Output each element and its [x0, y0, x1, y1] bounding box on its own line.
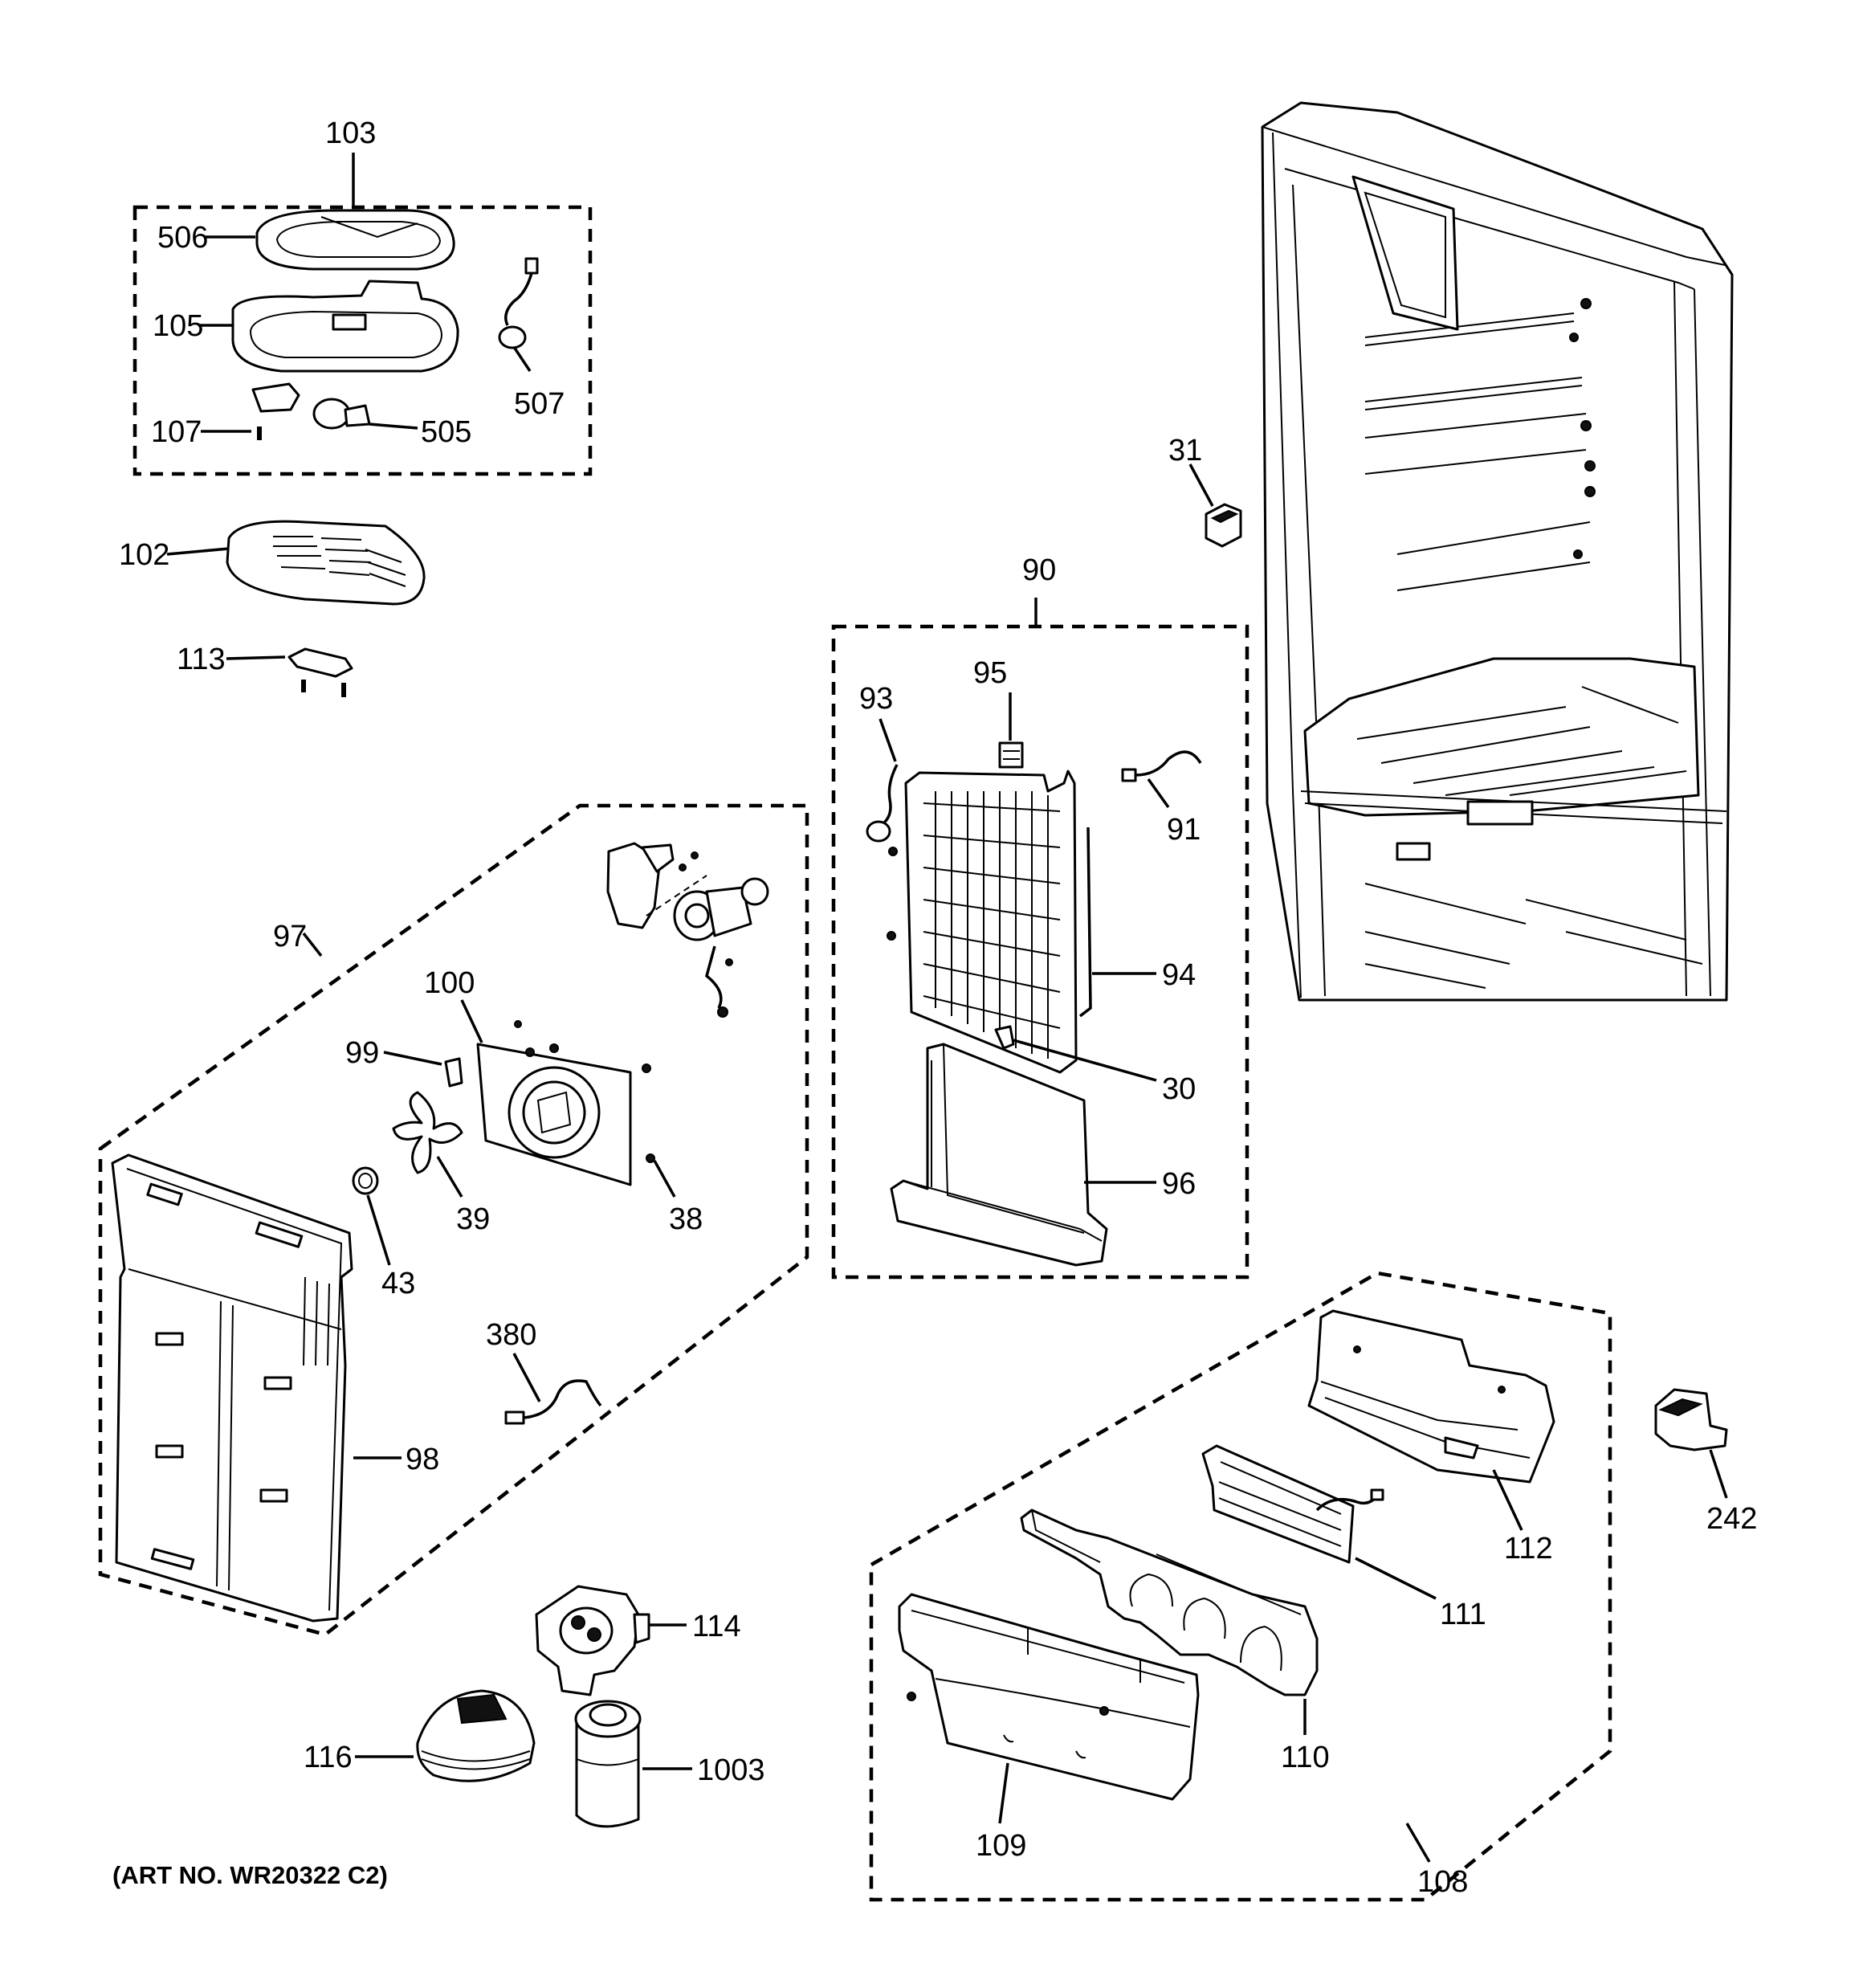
callout-38: 38 — [669, 1202, 703, 1236]
callout-1003: 1003 — [697, 1753, 765, 1787]
part-507 — [498, 257, 539, 372]
part-1003 — [574, 1700, 642, 1828]
callout-99: 99 — [345, 1036, 379, 1070]
group-97: 97 100 9 — [98, 803, 809, 1637]
part-39 — [392, 1091, 463, 1174]
part-105 — [231, 280, 459, 373]
callout-94: 94 — [1162, 958, 1196, 992]
callout-103: 103 — [325, 116, 376, 150]
callout-111: 111 — [1440, 1598, 1486, 1631]
part-506 — [255, 209, 455, 271]
callout-96: 96 — [1162, 1167, 1196, 1201]
callout-90: 90 — [1022, 553, 1056, 587]
part-109 — [898, 1593, 1200, 1801]
part-99 — [444, 1057, 463, 1088]
group-90: 90 93 95 91 — [831, 553, 1249, 1280]
callout-113: 113 — [177, 643, 226, 676]
part-113 — [287, 647, 353, 697]
callout-105: 105 — [153, 309, 203, 343]
callout-242: 242 — [1706, 1502, 1757, 1536]
callout-95: 95 — [973, 656, 1007, 690]
part-242 — [1654, 1388, 1728, 1451]
refrigerator-cabinet — [1261, 101, 1734, 1002]
group-108: 108 112 111 1 — [869, 1271, 1612, 1902]
art-number: (ART NO. WR20322 C2) — [112, 1861, 388, 1889]
callout-506: 506 — [157, 221, 208, 255]
part-30 — [994, 1025, 1015, 1050]
part-100 — [476, 1020, 632, 1186]
part-98 — [111, 1153, 353, 1623]
part-114 — [535, 1585, 650, 1696]
callout-112: 112 — [1504, 1532, 1553, 1565]
part-110 — [1020, 1508, 1319, 1696]
part-380 — [504, 1379, 602, 1425]
callout-100: 100 — [424, 966, 475, 1000]
callout-91: 91 — [1167, 813, 1201, 847]
part-38 — [642, 1063, 655, 1163]
fan-motor — [606, 842, 769, 1018]
callout-116: 116 — [304, 1741, 353, 1774]
part-31 — [1205, 503, 1242, 548]
part-43 — [352, 1166, 379, 1195]
callout-109: 109 — [976, 1829, 1026, 1863]
callout-97: 97 — [273, 920, 307, 953]
callout-107: 107 — [151, 415, 202, 449]
callout-114: 114 — [692, 1610, 741, 1643]
part-96 — [890, 1043, 1108, 1267]
callout-39: 39 — [456, 1202, 490, 1236]
part-95 — [998, 741, 1024, 769]
part-112 — [1307, 1309, 1555, 1484]
part-94 — [887, 769, 1092, 1074]
callout-102: 102 — [119, 538, 169, 572]
callout-43: 43 — [381, 1267, 415, 1300]
callout-98: 98 — [406, 1443, 439, 1476]
callout-110: 110 — [1281, 1741, 1330, 1774]
part-107 — [251, 382, 300, 440]
part-505 — [312, 398, 371, 430]
callout-30: 30 — [1162, 1072, 1196, 1106]
callout-93: 93 — [859, 682, 893, 716]
part-102 — [226, 520, 426, 606]
group-103: 103 506 105 507 107 — [132, 116, 593, 476]
part-91 — [1121, 750, 1202, 782]
part-93 — [866, 764, 899, 843]
callout-108: 108 — [1417, 1865, 1468, 1899]
part-116 — [416, 1689, 536, 1782]
callout-507: 507 — [514, 387, 565, 421]
callout-505: 505 — [421, 415, 471, 449]
callout-31: 31 — [1168, 434, 1202, 467]
part-111 — [1201, 1444, 1384, 1564]
callout-380: 380 — [486, 1318, 536, 1352]
